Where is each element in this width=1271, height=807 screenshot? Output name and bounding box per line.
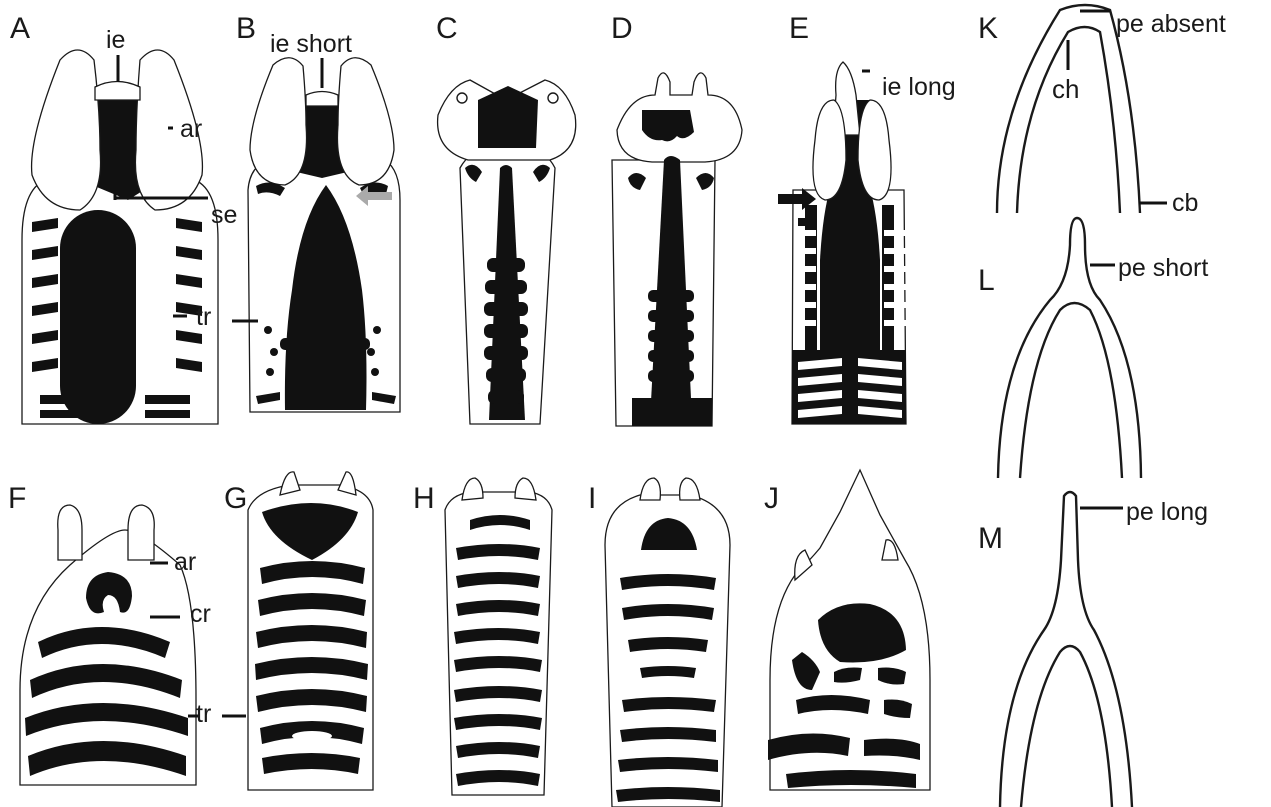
panel-label-h: H	[413, 482, 435, 515]
label-cr: cr	[190, 600, 211, 628]
panel-c	[438, 80, 576, 424]
label-ar-f: ar	[174, 548, 196, 576]
label-tr-g: tr	[196, 700, 211, 728]
label-ie: ie	[106, 26, 125, 54]
label-ie-short: ie short	[270, 30, 352, 58]
panel-h	[445, 478, 552, 795]
panel-label-i: I	[588, 482, 596, 515]
panel-d	[612, 73, 742, 426]
panel-label-k: K	[978, 12, 998, 45]
panel-g	[222, 472, 373, 790]
label-tr-a: tr	[196, 303, 211, 331]
label-cb: cb	[1172, 189, 1198, 217]
panel-label-b: B	[236, 12, 256, 45]
panel-label-a: A	[10, 12, 30, 45]
panel-label-f: F	[8, 482, 26, 515]
panel-j	[768, 470, 930, 790]
panel-label-l: L	[978, 264, 995, 297]
label-pe-absent: pe absent	[1116, 10, 1226, 38]
panel-a	[22, 50, 218, 424]
panel-i	[605, 478, 730, 807]
panel-b	[232, 58, 400, 412]
label-se: se	[211, 201, 237, 229]
label-ch: ch	[1052, 74, 1079, 104]
panel-label-j: J	[764, 482, 779, 515]
panel-label-c: C	[436, 12, 458, 45]
panel-m	[1000, 492, 1132, 807]
panel-label-d: D	[611, 12, 633, 45]
panel-label-g: G	[224, 482, 247, 515]
panel-label-e: E	[789, 12, 809, 45]
label-ar-a: ar	[180, 115, 202, 143]
label-pe-short: pe short	[1118, 254, 1208, 282]
panel-e	[778, 62, 906, 424]
panel-f	[20, 505, 198, 785]
panel-label-m: M	[978, 522, 1003, 555]
label-ie-long: ie long	[882, 73, 956, 101]
label-pe-long: pe long	[1126, 498, 1208, 526]
